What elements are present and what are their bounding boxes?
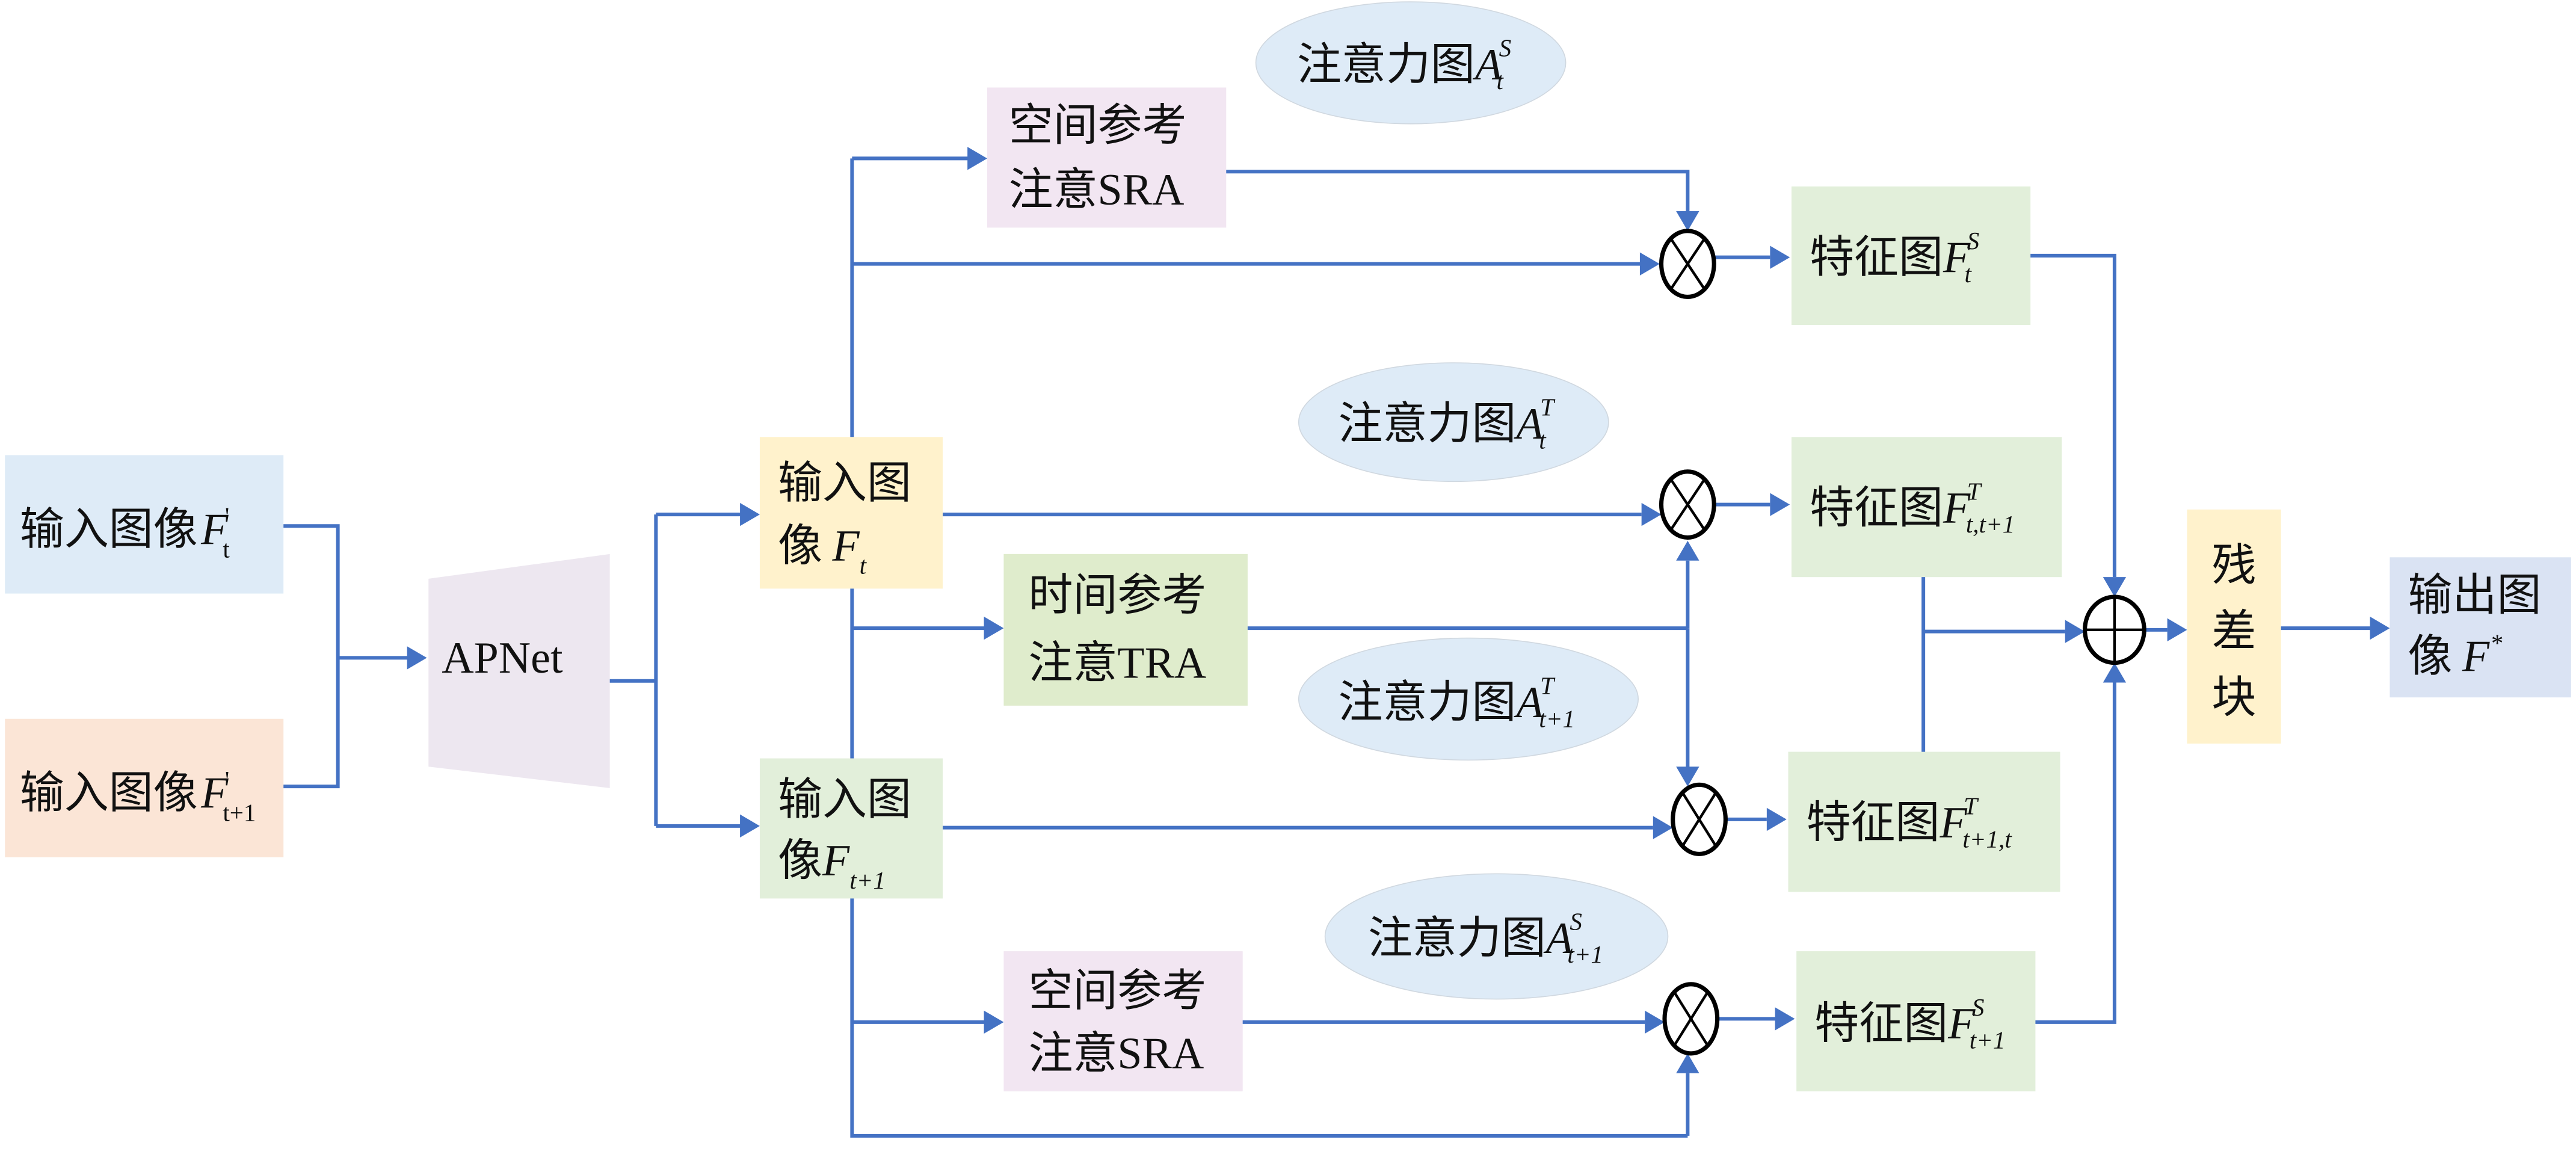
- svg-text:输出图: 输出图: [2408, 570, 2542, 620]
- ft1-trunk-line: [850, 898, 1688, 1138]
- tra-box: 时间参考 注意TRA: [1003, 554, 1248, 706]
- svg-text:时间参考: 时间参考: [1029, 570, 1207, 620]
- feat-s-t-to-add: [2030, 253, 2116, 578]
- svg-text:注意TRA: 注意TRA: [1029, 638, 1207, 687]
- box-bg: [5, 718, 284, 857]
- box-bg: [2390, 557, 2571, 698]
- multiply-operator-t: [1659, 469, 1716, 540]
- arrowhead-icon: [1639, 252, 1660, 276]
- arrowhead-icon: [1645, 1010, 1665, 1034]
- ellipse-bg: [1255, 1, 1567, 125]
- ellipse-bg: [1298, 637, 1639, 761]
- arrowhead-icon: [984, 616, 1004, 640]
- input-image-ft1-box: 输入图 像Ft+1: [759, 758, 943, 899]
- arrowhead-icon: [1676, 540, 1699, 561]
- box-bg: [1788, 751, 2060, 892]
- arrowhead-icon: [1676, 1053, 1699, 1073]
- svg-text:像Ft: 像Ft: [778, 521, 867, 579]
- box-bg: [1003, 554, 1248, 706]
- multiply-operator-bottom: [1662, 982, 1720, 1056]
- box-bg: [759, 758, 943, 899]
- svg-text:块: 块: [2212, 673, 2257, 722]
- box-bg: [759, 437, 943, 589]
- arrowhead-icon: [1766, 807, 1787, 831]
- svg-text:输入图: 输入图: [778, 458, 911, 508]
- svg-text:差: 差: [2212, 606, 2257, 656]
- arrowhead-icon: [1775, 1007, 1795, 1031]
- apnet-block: APNet: [428, 554, 610, 788]
- arrowhead-icon: [740, 814, 760, 838]
- apnet-label: APNet: [442, 633, 563, 682]
- multiply-operator-t1: [1671, 782, 1728, 856]
- arrowhead-icon: [1770, 493, 1790, 516]
- label: 输入图像: [20, 768, 198, 818]
- add-operator: [2083, 594, 2146, 665]
- arrowhead-icon: [1676, 766, 1699, 787]
- arrowhead-icon: [1770, 245, 1790, 269]
- residual-block: 残 差 块: [2187, 509, 2281, 744]
- box-bg: [5, 455, 284, 594]
- svg-text:像Ft+1: 像Ft+1: [778, 836, 886, 894]
- apnet-trapezoid: [428, 554, 610, 788]
- arrowhead-icon: [2370, 616, 2390, 640]
- svg-text:注意SRA: 注意SRA: [1029, 1029, 1204, 1078]
- arrowhead-icon: [740, 502, 760, 526]
- box-bg: [987, 87, 1227, 228]
- arrowhead-icon: [967, 147, 988, 170]
- box-bg: [1791, 437, 2062, 578]
- box-bg: [1796, 951, 2036, 1091]
- sra-top-out-line: [1226, 170, 1690, 211]
- arrowhead-icon: [1641, 502, 1662, 526]
- label: 输入图像: [20, 504, 198, 554]
- multiply-operator-top: [1659, 229, 1716, 300]
- arrowhead-icon: [407, 646, 427, 670]
- svg-text:注意SRA: 注意SRA: [1009, 165, 1185, 214]
- svg-text:输入图: 输入图: [778, 775, 911, 824]
- arrowhead-icon: [2065, 620, 2085, 643]
- svg-text:残: 残: [2212, 541, 2257, 590]
- box-bg: [1003, 951, 1243, 1091]
- svg-text:空间参考: 空间参考: [1009, 100, 1187, 150]
- svg-text:空间参考: 空间参考: [1029, 966, 1207, 1015]
- svg-text:像F*: 像F*: [2408, 629, 2504, 680]
- arrowhead-icon: [984, 1010, 1004, 1034]
- arrowhead-icon: [2103, 577, 2127, 597]
- sra-top-box: 空间参考 注意SRA: [987, 87, 1227, 228]
- ellipse-bg: [1298, 362, 1609, 483]
- arrowhead-icon: [1653, 816, 1673, 839]
- ellipse-bg: [1324, 873, 1669, 1000]
- connectors: [283, 147, 2390, 1138]
- arrowhead-icon: [2103, 662, 2127, 683]
- box-bg: [1791, 186, 2031, 325]
- input-merge-line: [283, 524, 340, 789]
- box-bg: [2187, 509, 2281, 744]
- feat-s-t1-to-add: [2035, 682, 2116, 1024]
- arrowhead-icon: [2167, 618, 2187, 642]
- sra-bottom-box: 空间参考 注意SRA: [1003, 951, 1243, 1091]
- arrowhead-icon: [1676, 211, 1699, 231]
